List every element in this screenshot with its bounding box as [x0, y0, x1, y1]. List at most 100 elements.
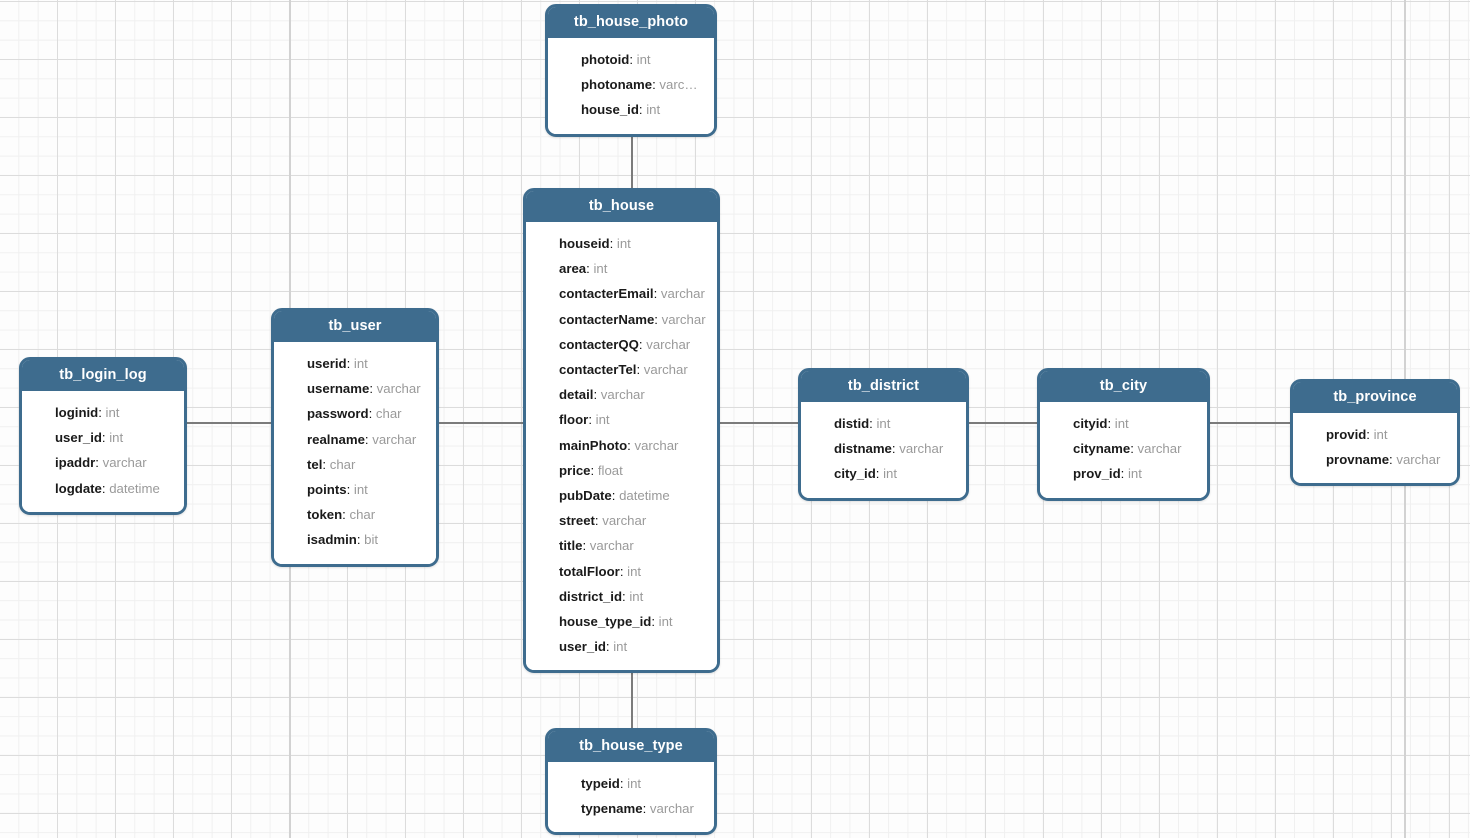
- connector-house-to-district[interactable]: [718, 422, 800, 424]
- field-row[interactable]: points: int: [274, 477, 436, 502]
- field-row[interactable]: typename: varchar: [548, 796, 714, 821]
- field-type: varchar: [899, 441, 944, 457]
- field-row[interactable]: house_type_id: int: [526, 609, 717, 634]
- field-row[interactable]: contacterTel: varchar: [526, 357, 717, 382]
- field-name: user_id: [559, 639, 606, 655]
- field-row[interactable]: city_id: int: [801, 461, 966, 486]
- field-row[interactable]: mainPhoto: varchar: [526, 433, 717, 458]
- field-row[interactable]: provid: int: [1293, 422, 1457, 447]
- field-type: varchar: [649, 801, 694, 817]
- field-type: int: [876, 416, 891, 431]
- field-row[interactable]: realname: varchar: [274, 427, 436, 452]
- field-row[interactable]: cityid: int: [1040, 411, 1207, 436]
- field-row[interactable]: tel: char: [274, 452, 436, 477]
- field-separator: :: [619, 563, 628, 579]
- field-row[interactable]: provname: varchar: [1293, 447, 1457, 472]
- connector-user-to-house[interactable]: [437, 422, 525, 424]
- field-row[interactable]: username: varchar: [274, 376, 436, 401]
- field-row[interactable]: password: char: [274, 401, 436, 426]
- field-row[interactable]: area: int: [526, 256, 717, 281]
- field-row[interactable]: contacterEmail: varchar: [526, 281, 717, 306]
- field-separator: :: [869, 416, 877, 431]
- field-row[interactable]: detail: varchar: [526, 382, 717, 407]
- field-name: floor: [559, 412, 589, 428]
- field-row[interactable]: photoname: varc…: [548, 72, 714, 97]
- connector-house-to-house_type[interactable]: [631, 664, 633, 729]
- field-row[interactable]: house_id: int: [548, 97, 714, 122]
- field-type: int: [109, 430, 124, 446]
- field-name: tel: [307, 456, 323, 472]
- field-type: varchar: [376, 381, 421, 397]
- field-separator: :: [1107, 416, 1115, 431]
- field-row[interactable]: houseid: int: [526, 231, 717, 256]
- field-row[interactable]: isadmin: bit: [274, 527, 436, 552]
- field-type: varchar: [589, 538, 634, 554]
- field-row[interactable]: cityname: varchar: [1040, 436, 1207, 461]
- field-row[interactable]: loginid: int: [22, 400, 184, 425]
- field-separator: :: [653, 286, 661, 302]
- field-row[interactable]: district_id: int: [526, 584, 717, 609]
- field-name: distid: [834, 416, 870, 431]
- field-name: contacterQQ: [559, 336, 639, 352]
- field-row[interactable]: typeid: int: [548, 771, 714, 796]
- field-type: int: [658, 614, 673, 630]
- field-separator: :: [594, 513, 603, 529]
- field-name: userid: [307, 356, 347, 371]
- field-row[interactable]: distname: varchar: [801, 436, 966, 461]
- field-row[interactable]: distid: int: [801, 411, 966, 436]
- field-row[interactable]: price: float: [526, 458, 717, 483]
- connector-city-to-province[interactable]: [1208, 422, 1292, 424]
- field-name: mainPhoto: [559, 437, 628, 453]
- field-type: int: [353, 482, 368, 498]
- field-type: int: [646, 102, 661, 118]
- field-row[interactable]: logdate: datetime: [22, 476, 184, 501]
- field-type: varchar: [661, 311, 706, 327]
- field-row[interactable]: photoid: int: [548, 47, 714, 72]
- field-separator: :: [101, 430, 110, 446]
- connector-house_photo-to-house[interactable]: [631, 131, 633, 189]
- field-separator: :: [342, 507, 350, 523]
- entity-title-tb_city: tb_city: [1040, 371, 1207, 402]
- field-row[interactable]: floor: int: [526, 407, 717, 432]
- field-name: houseid: [559, 236, 610, 251]
- field-row[interactable]: totalFloor: int: [526, 559, 717, 584]
- entity-title-tb_house_type: tb_house_type: [548, 731, 714, 762]
- field-type: varchar: [646, 336, 691, 352]
- field-row[interactable]: contacterQQ: varchar: [526, 332, 717, 357]
- field-separator: :: [346, 482, 354, 498]
- field-name: password: [307, 406, 369, 422]
- field-row[interactable]: contacterName: varchar: [526, 307, 717, 332]
- field-row[interactable]: title: varchar: [526, 533, 717, 558]
- field-row[interactable]: user_id: int: [22, 425, 184, 450]
- field-type: int: [1373, 427, 1388, 442]
- connector-login_log-to-user[interactable]: [186, 422, 273, 424]
- field-row[interactable]: pubDate: datetime: [526, 483, 717, 508]
- field-type: int: [353, 356, 368, 371]
- field-row[interactable]: street: varchar: [526, 508, 717, 533]
- field-separator: :: [582, 538, 590, 554]
- field-row[interactable]: user_id: int: [526, 634, 717, 659]
- entity-title-tb_login_log: tb_login_log: [22, 360, 184, 391]
- field-separator: :: [627, 437, 635, 453]
- field-row[interactable]: userid: int: [274, 351, 436, 376]
- field-name: totalFloor: [559, 563, 620, 579]
- entity-title-tb_house: tb_house: [526, 191, 717, 222]
- field-type: varchar: [1396, 452, 1441, 468]
- field-row[interactable]: prov_id: int: [1040, 461, 1207, 486]
- field-separator: :: [1389, 452, 1397, 468]
- connector-district-to-city[interactable]: [967, 422, 1039, 424]
- field-row[interactable]: token: char: [274, 502, 436, 527]
- field-row[interactable]: ipaddr: varchar: [22, 450, 184, 475]
- field-type: int: [593, 261, 608, 277]
